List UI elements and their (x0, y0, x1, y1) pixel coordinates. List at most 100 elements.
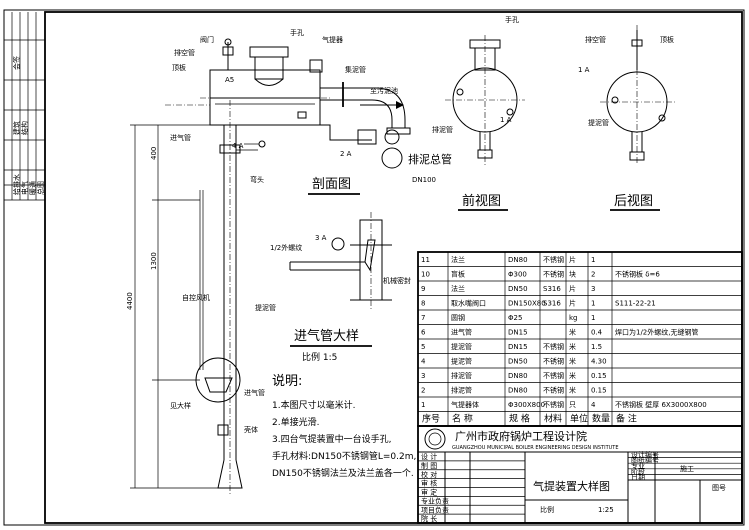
bom-cell: 圆钢 (451, 313, 465, 322)
title-sheet: 图号 (712, 484, 726, 492)
bom-cell: 不锈钢板 壁厚 6X3000X800 (615, 400, 707, 409)
label-to-sludge: 至污泥池 (370, 86, 398, 95)
bom-cell: 10 (421, 271, 430, 279)
bom-cell: 不锈钢 (543, 400, 564, 409)
label-air-pipe2: 进气管 (244, 388, 265, 397)
margin-item-4: 给排水 (12, 174, 21, 195)
bom-cell: 片 (569, 299, 576, 308)
bom-cell: S111-22-21 (615, 300, 656, 308)
label-detail-ref: 3 A (315, 234, 327, 242)
bom-cell: 1 (591, 256, 595, 264)
label-rear-ref: 1 A (578, 66, 590, 74)
bom-cell: 不锈钢板 δ=6 (615, 270, 660, 279)
bom-cell: 9 (421, 285, 425, 293)
title-right-row: 专业 (631, 461, 645, 470)
margin-item-1: 会签 (12, 56, 21, 70)
bom-cell: 米 (569, 342, 576, 351)
bom-cell: 提泥管 (451, 342, 472, 351)
detail-view-title: 进气管大样 (294, 328, 359, 344)
section-view-title: 剖面图 (312, 177, 351, 192)
front-view (445, 35, 525, 165)
bom-cell: 焊口为1/2外螺纹,无缝钢管 (615, 328, 699, 337)
title-left-row: 专业负责 (421, 496, 449, 505)
bom-cell: 4 (421, 358, 426, 366)
bom-cell: 1 (591, 300, 595, 308)
front-view-title: 前视图 (462, 193, 501, 209)
notes-heading: 说明: (272, 374, 302, 389)
bom-cell: 不锈钢 (543, 386, 564, 395)
label-rear-drain: 提泥管 (588, 118, 609, 127)
bom-cell: DN50 (508, 358, 528, 366)
title-right-row: 设计编号 (631, 450, 659, 459)
bom-cell: 1.5 (591, 343, 602, 351)
title-right-row: 阶段 (631, 467, 645, 476)
rear-view (600, 25, 675, 165)
bom-cell: 11 (421, 256, 430, 264)
bom-cell: 不锈钢 (543, 357, 564, 366)
section-view (130, 38, 411, 495)
bom-cell: Φ300 (508, 271, 527, 279)
bom-cell: DN50 (508, 285, 528, 293)
bom-cell: Φ25 (508, 314, 522, 322)
bom-header-cell: 材料 (544, 413, 562, 425)
label-vent: 排空管 (174, 48, 195, 57)
title-left-row: 校 对 (421, 470, 437, 479)
bom-cell: 0.15 (591, 387, 607, 395)
title-institute-en: GUANGZHOU MUNICIPAL BOILER ENGINEERING D… (452, 445, 619, 451)
rear-view-title: 后视图 (614, 194, 653, 209)
bom-cell: 不锈钢 (543, 270, 564, 279)
bom-cell: 不锈钢 (543, 342, 564, 351)
bom-cell: 0.4 (591, 329, 603, 337)
title-drawing-name: 气提装置大样图 (533, 479, 610, 493)
bom-cell: S316 (543, 285, 561, 293)
label-ref-2a: 2 A (340, 150, 352, 158)
bom-cell: 片 (569, 255, 576, 264)
bom-header-cell: 规 格 (509, 413, 530, 425)
bom-cell: 2 (421, 387, 425, 395)
bom-cell: 只 (569, 401, 576, 409)
bom-header-cell: 序号 (422, 413, 440, 425)
bom-cell: DN15 (508, 329, 528, 337)
bom-cell: S316 (543, 300, 561, 308)
title-left-row: 设 计 (421, 452, 437, 461)
sheet-border (3, 9, 745, 526)
bom-cell: 0.15 (591, 372, 607, 380)
note-line-2: 2.单接光滑. (272, 416, 319, 428)
margin-item-7: 总图 (36, 181, 45, 195)
label-shell: 壳体 (244, 425, 258, 434)
bom-cell: DN80 (508, 387, 528, 395)
bom-cell: 不锈钢 (543, 371, 564, 380)
label-collect-pipe: 集泥管 (345, 65, 366, 74)
title-left-row: 审 核 (421, 479, 437, 488)
bom-cell: 7 (421, 314, 425, 322)
label-thread: 1/2外螺纹 (270, 243, 302, 252)
bom-cell: 排泥管 (451, 371, 472, 380)
label-top-plate: 顶板 (172, 63, 186, 72)
bom-cell: 取水嘴阀口 (451, 299, 486, 308)
margin-item-6: 暖通 (28, 181, 37, 195)
label-lift-pipe: 提泥管 (255, 303, 276, 312)
bom-cell: 6 (421, 329, 426, 337)
label-elbow: 弯头 (250, 175, 264, 184)
bom-cell: 米 (569, 386, 576, 395)
bom-header-cell: 单位 (570, 413, 588, 425)
dim-upper: 400 (150, 147, 158, 160)
bom-cell: DN80 (508, 372, 528, 380)
dim-total: 4400 (126, 292, 134, 310)
bom-cell: 5 (421, 343, 425, 351)
title-left-row: 项目负责 (421, 505, 449, 514)
label-front-handhole: 手孔 (505, 15, 519, 24)
bom-cell: 米 (569, 328, 576, 337)
note-line-3: 3.四台气提装置中一台设手孔, (272, 433, 391, 445)
bom-cell: 4.30 (591, 358, 607, 366)
bom-cell: 法兰 (451, 255, 465, 264)
bom-header-cell: 备 注 (616, 413, 637, 425)
bom-cell: 不锈钢 (543, 255, 564, 264)
title-left-row: 院 长 (421, 514, 437, 523)
bom-cell: 块 (569, 270, 576, 279)
label-front-drain: 排泥管 (432, 125, 453, 134)
